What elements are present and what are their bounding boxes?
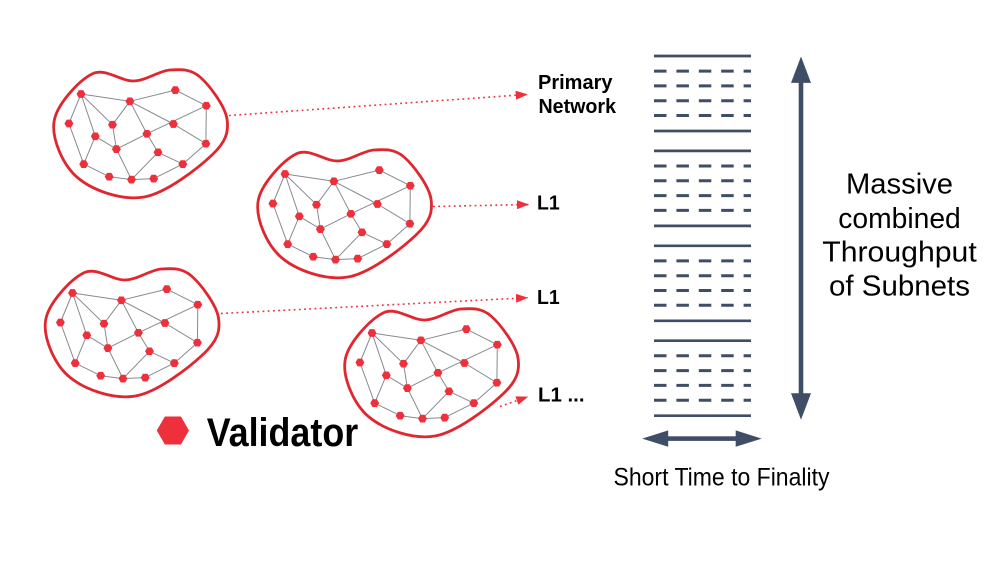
svg-text:L1 ...: L1 ... xyxy=(538,384,585,406)
svg-text:Primary: Primary xyxy=(538,72,613,94)
svg-text:combined: combined xyxy=(838,203,961,235)
svg-text:Massive: Massive xyxy=(846,169,953,201)
svg-text:L1: L1 xyxy=(537,287,560,309)
svg-text:Short Time to Finality: Short Time to Finality xyxy=(614,464,830,492)
svg-text:Throughput: Throughput xyxy=(822,237,977,269)
svg-text:L1: L1 xyxy=(537,193,560,215)
svg-text:of Subnets: of Subnets xyxy=(829,270,970,302)
svg-text:Network: Network xyxy=(539,96,617,118)
svg-text:Validator: Validator xyxy=(207,411,359,455)
